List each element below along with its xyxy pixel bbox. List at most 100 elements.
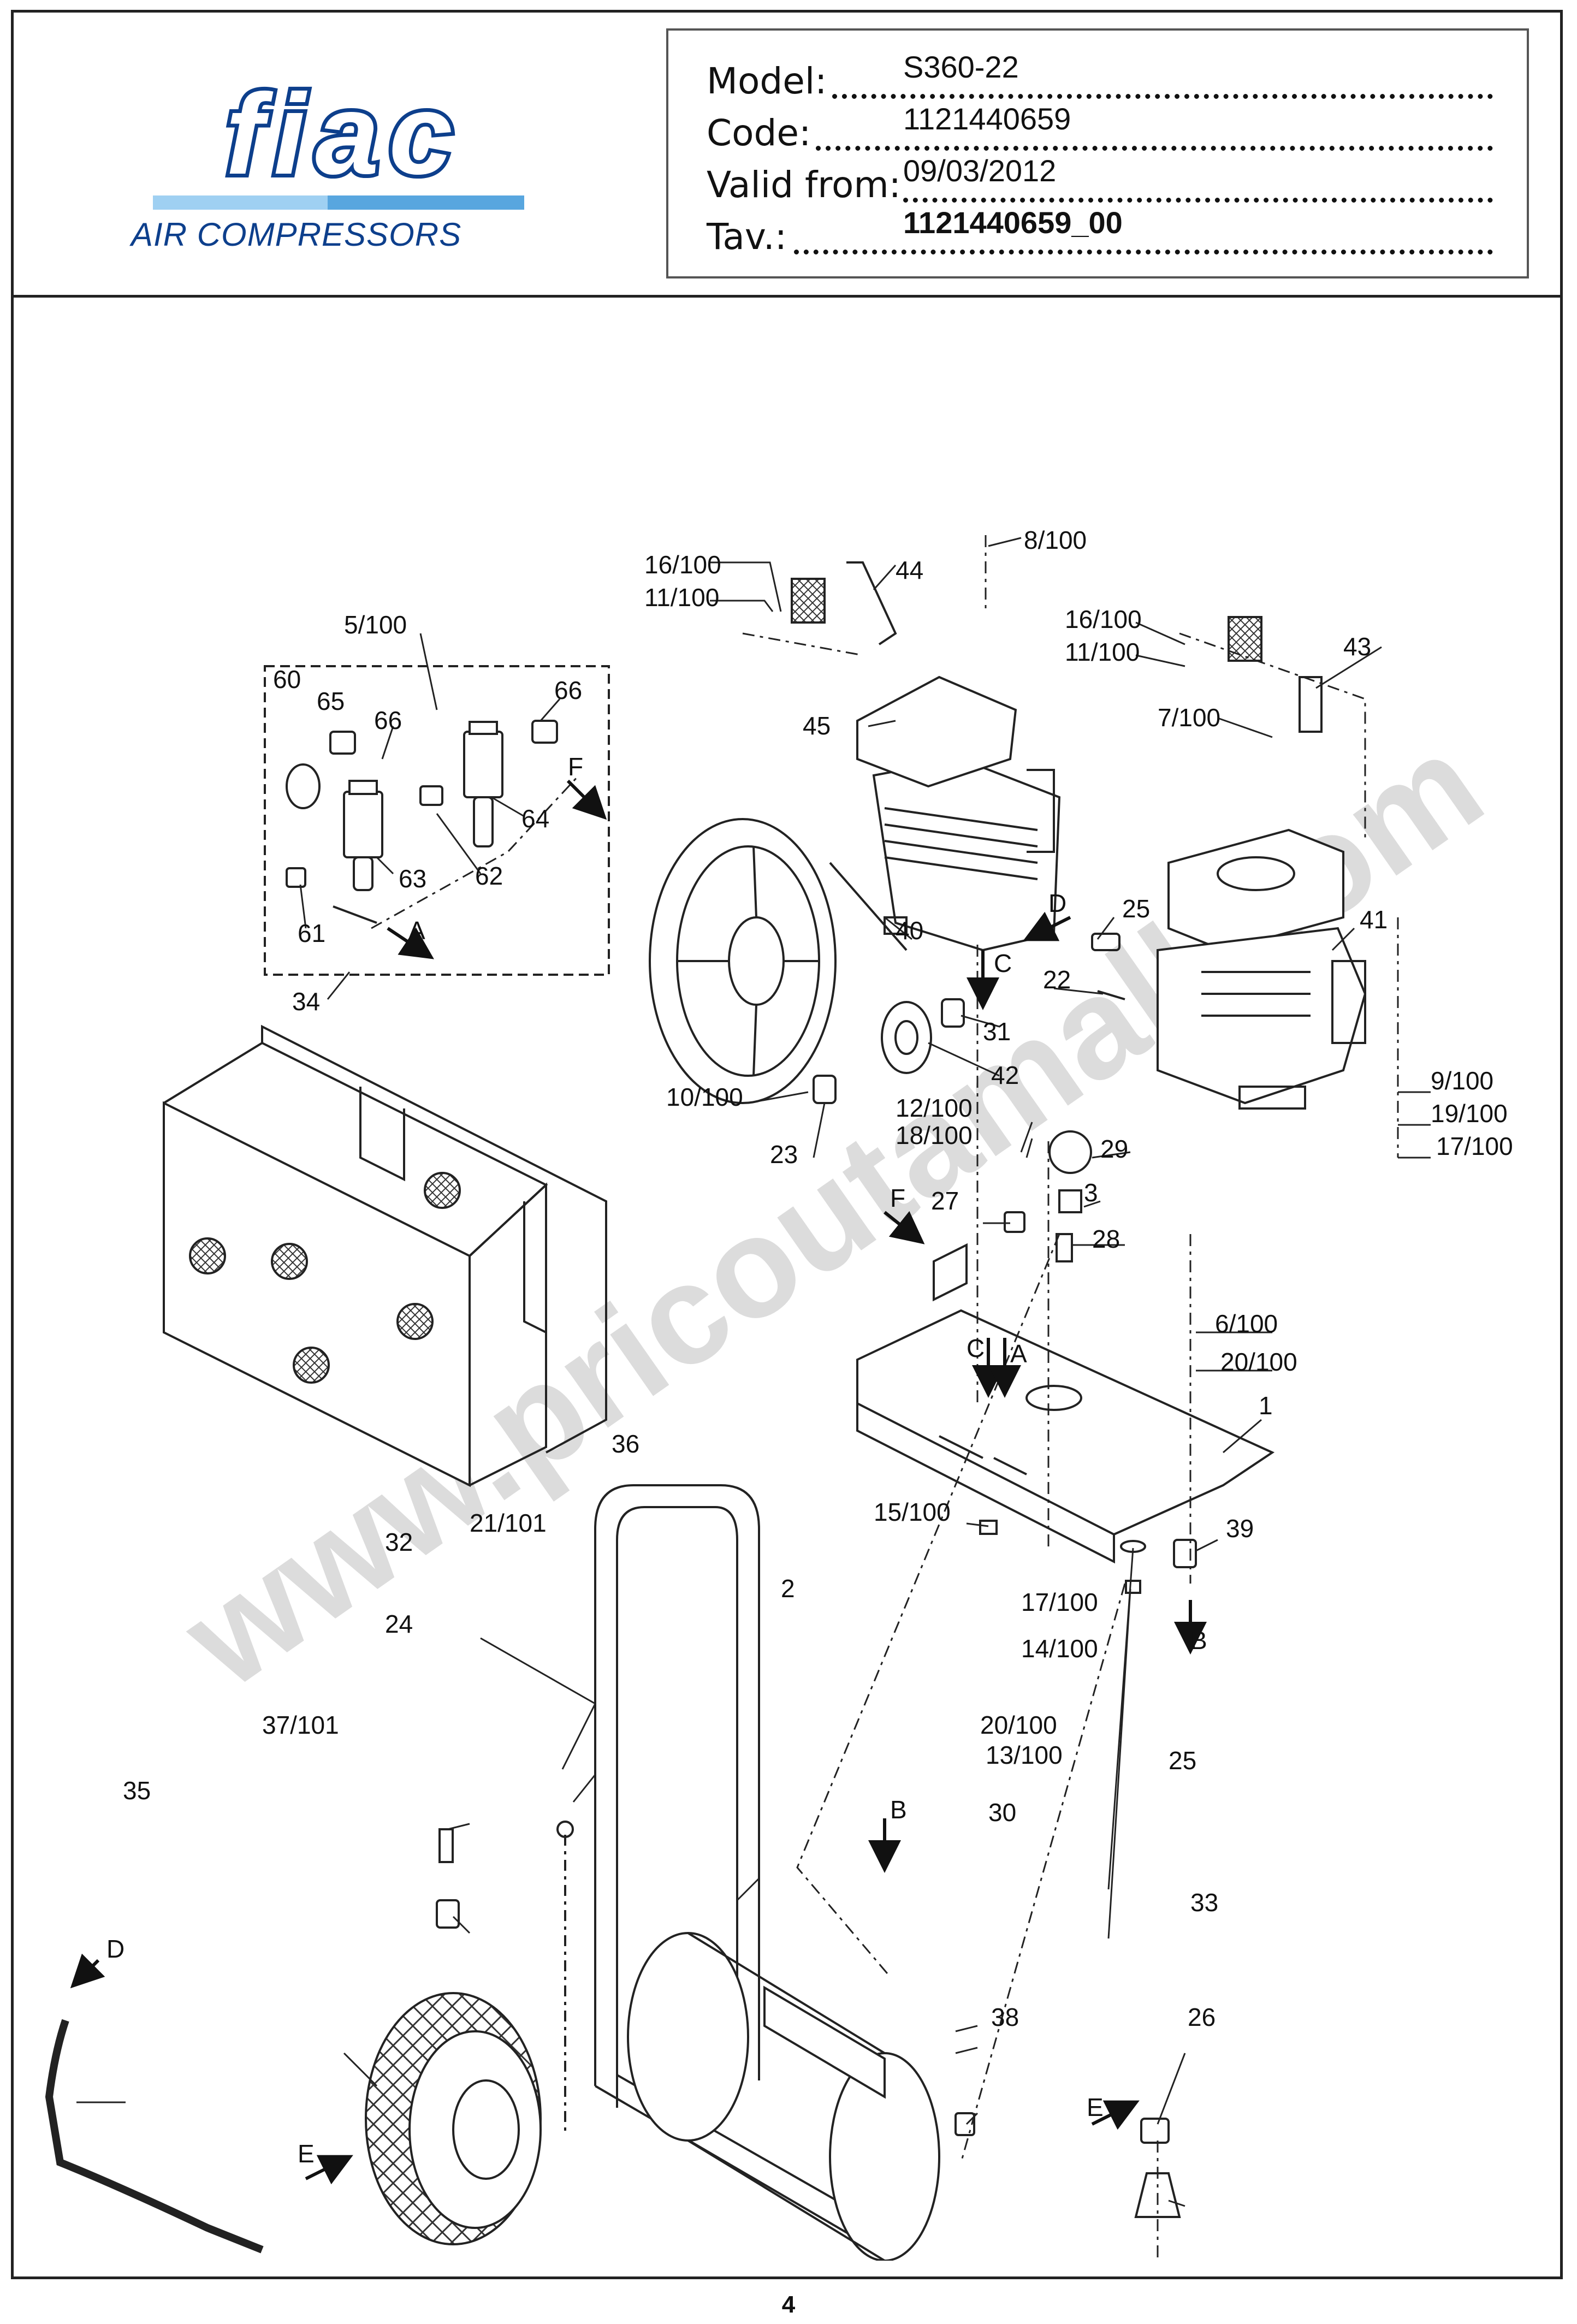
fitting-62 <box>419 785 443 806</box>
callout-17-100-upper: 17/100 <box>1436 1132 1513 1160</box>
page-number: 4 <box>781 2291 796 2318</box>
fiac-logo: fiac fiac AIR COMPRESSORS <box>129 66 524 253</box>
letter-c-lower: C <box>967 1334 985 1362</box>
quick-coupling-66a <box>329 731 356 755</box>
part-drawings <box>45 561 1367 2261</box>
callout-31: 31 <box>983 1017 1011 1046</box>
tav-row: Tav.: 1121440659_00 <box>707 205 1493 260</box>
quick-coupling-66b <box>531 720 558 744</box>
tee-24 <box>436 1899 460 1929</box>
letter-b-tank: B <box>890 1795 907 1824</box>
key-22 <box>1097 990 1125 1000</box>
callout-16-100-left: 16/100 <box>644 550 721 579</box>
callout-1: 1 <box>1259 1391 1273 1420</box>
model-value: S360-22 <box>903 50 1019 84</box>
valid-value: 09/03/2012 <box>903 153 1057 188</box>
nut-15 <box>979 1520 998 1535</box>
header-divider <box>11 295 1563 298</box>
callout-6-100: 6/100 <box>1215 1309 1278 1338</box>
model-dots <box>832 94 1493 99</box>
foot-39 <box>1173 1539 1197 1568</box>
gauge-29 <box>1048 1130 1092 1174</box>
nipple-28 <box>1056 1233 1073 1262</box>
callout-2: 2 <box>781 1574 795 1603</box>
code-label: Code: <box>707 112 811 154</box>
callout-28: 28 <box>1092 1225 1120 1253</box>
callout-25-upper: 25 <box>1122 894 1150 923</box>
bracket-44 <box>846 561 897 645</box>
callout-36: 36 <box>612 1430 639 1458</box>
belt <box>829 862 908 951</box>
callout-18-100: 18/100 <box>896 1121 973 1149</box>
callout-7-100: 7/100 <box>1158 703 1220 732</box>
engine-part-41 <box>1157 828 1367 1110</box>
letter-e-right: E <box>1087 2093 1104 2121</box>
wheel-part-37 <box>365 1992 542 2245</box>
valid-row: Valid from: 09/03/2012 <box>707 153 1493 208</box>
filter-regulator-63 <box>343 780 383 891</box>
belt-guard-mesh-right <box>1228 616 1262 662</box>
exploded-parts-diagram: www.pricoutamall.com <box>45 526 1513 2261</box>
callout-22: 22 <box>1043 965 1071 994</box>
logo-wordmark-fill: fiac <box>226 70 463 198</box>
callout-15-100: 15/100 <box>874 1498 951 1526</box>
callout-45: 45 <box>803 712 831 740</box>
lubricator-64 <box>463 721 503 847</box>
callout-44: 44 <box>896 556 923 584</box>
tav-value: 1121440659_00 <box>903 205 1123 240</box>
bracket-43 <box>1299 676 1323 733</box>
assembly-lines <box>371 535 1399 2261</box>
callout-65: 65 <box>317 687 345 715</box>
tav-dots <box>794 250 1493 254</box>
model-label: Model: <box>707 60 827 102</box>
callout-11-100-right: 11/100 <box>1065 638 1140 666</box>
callout-19-100: 19/100 <box>1431 1099 1508 1128</box>
callout-20-100-lower: 20/100 <box>980 1711 1057 1739</box>
flywheel-part-40 <box>649 818 837 1104</box>
letter-d-upper: D <box>1048 889 1066 917</box>
callout-24: 24 <box>385 1610 413 1638</box>
callout-33: 33 <box>1190 1888 1218 1917</box>
callout-20-100-upper: 20/100 <box>1220 1348 1297 1376</box>
callout-12-100: 12/100 <box>896 1094 973 1122</box>
logo-lettering-graphic: fiac fiac <box>153 66 524 210</box>
letter-c-upper: C <box>994 949 1012 977</box>
callout-26: 26 <box>1188 2003 1216 2031</box>
callout-23: 23 <box>770 1140 798 1169</box>
air-tank <box>627 1932 940 2261</box>
base-plate-part-1 <box>856 1243 1275 1564</box>
valid-label: Valid from: <box>707 164 901 206</box>
callout-66-left: 66 <box>374 706 402 734</box>
callout-10-100: 10/100 <box>666 1083 743 1111</box>
side-panels-part-36 <box>163 1024 607 1487</box>
callout-61: 61 <box>298 919 325 947</box>
pump-head-part-45 <box>856 675 1061 952</box>
callout-21-101: 21/101 <box>470 1509 547 1537</box>
callout-5-100: 5/100 <box>344 610 407 639</box>
callout-66-right: 66 <box>554 676 582 704</box>
callout-34: 34 <box>292 987 320 1016</box>
callout-38: 38 <box>991 2003 1019 2031</box>
arrow-letters: A A B B C C D D E E F F <box>106 752 1207 2168</box>
letter-a-lower: A <box>1010 1339 1027 1368</box>
elbow-25b <box>1140 2118 1170 2144</box>
callout-14-100: 14/100 <box>1021 1634 1098 1663</box>
hose-part-35 <box>45 2019 264 2254</box>
callout-11-100-left: 11/100 <box>644 583 719 612</box>
callout-9-100: 9/100 <box>1431 1066 1493 1095</box>
pulley-part-42 <box>881 1001 932 1074</box>
letter-b-lower: B <box>1190 1626 1207 1655</box>
callout-13-100: 13/100 <box>986 1741 1063 1769</box>
tav-label: Tav.: <box>707 216 787 258</box>
callout-32: 32 <box>385 1528 413 1556</box>
letter-a-upper: A <box>408 916 425 945</box>
leader-lines <box>76 537 1431 2207</box>
gauge-65 <box>286 763 321 809</box>
letter-f-upper: F <box>568 752 583 781</box>
callout-labels: 16/100 11/100 44 8/100 16/100 11/100 43 … <box>123 526 1513 2031</box>
nipple-32 <box>438 1828 454 1863</box>
callout-3: 3 <box>1084 1178 1098 1207</box>
logo-wordmark: fiac <box>226 70 463 198</box>
callout-30: 30 <box>988 1798 1016 1827</box>
elbow-61 <box>286 867 306 888</box>
